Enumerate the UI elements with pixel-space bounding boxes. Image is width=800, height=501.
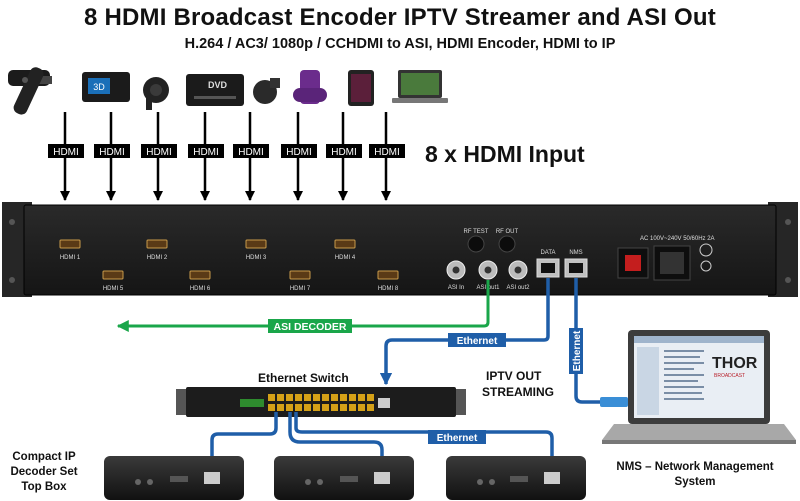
page-subtitle: H.264 / AC3/ 1080p / CCHDMI to ASI, HDMI… — [184, 36, 616, 52]
hdmi-tag-8: HDMI — [374, 147, 400, 158]
svg-text:DVD: DVD — [208, 80, 228, 90]
source-device-fire-tv-stick — [8, 67, 52, 115]
svg-text:3D: 3D — [93, 82, 105, 92]
nms-caption-line1: NMS – Network Management — [616, 461, 773, 473]
source-device-tablet — [348, 70, 374, 106]
power-rating-label: AC 100V~240V 50/60Hz 2A — [640, 236, 715, 242]
rack-label-hdmi-8: HDMI 8 — [378, 286, 399, 292]
ethernet-switch — [176, 387, 466, 417]
rf-out-label: RF OUT — [496, 229, 519, 235]
source-device-roku-stick — [293, 70, 327, 104]
switch-to-decoders-links — [205, 412, 559, 472]
rack-label-hdmi-3: HDMI 3 — [246, 255, 267, 261]
rack-label-hdmi-7: HDMI 7 — [290, 286, 311, 292]
hdmi-tag-7: HDMI — [331, 147, 357, 158]
ethernet-ports: DATA NMS — [536, 250, 588, 278]
hdmi-input-count-label: 8 x HDMI Input — [425, 141, 585, 167]
rack-label-hdmi-6: HDMI 6 — [190, 286, 211, 292]
nms-screen-logo: THOR — [712, 355, 758, 372]
rack-label-hdmi-1: HDMI 1 — [60, 255, 81, 261]
source-device-chromecast-2 — [253, 78, 280, 104]
asi-decoder-link — [116, 280, 490, 332]
nms-screen-logo-sub: BROADCAST — [714, 373, 745, 379]
ethernet-label-data: Ethernet — [457, 336, 498, 347]
source-device-media-box: 3D — [82, 72, 130, 102]
hdmi-tag-5: HDMI — [238, 147, 264, 158]
rack-hdmi-ports — [59, 239, 399, 280]
ethernet-label-nms: Ethernet — [572, 330, 583, 371]
asi-decoder-label: ASI DECODER — [274, 321, 347, 333]
source-device-dvd-player: DVD — [186, 74, 244, 106]
hdmi-tag-4: HDMI — [193, 147, 219, 158]
hdmi-tags: HDMI HDMI HDMI HDMI HDMI HDMI HDMI HDMI — [48, 144, 405, 158]
rack-hdmi-port-labels: HDMI 1 HDMI 2 HDMI 3 HDMI 4 HDMI 5 HDMI … — [60, 255, 399, 292]
iptv-out-label: IPTV OUT — [486, 369, 542, 383]
decoder-caption-line1: Compact IP — [12, 451, 76, 463]
ethernet-label-decoders: Ethernet — [437, 433, 478, 444]
nms-laptop: THOR BROADCAST — [602, 330, 796, 444]
streaming-label: STREAMING — [482, 385, 554, 399]
nms-to-pc-link — [574, 278, 602, 404]
rack-label-hdmi-5: HDMI 5 — [103, 286, 124, 292]
nms-caption-line2: System — [675, 476, 716, 488]
decoder-box-3 — [446, 456, 586, 500]
source-device-chromecast — [143, 77, 169, 110]
data-port-label: DATA — [540, 250, 555, 256]
decoder-caption-line2: Decoder Set — [10, 466, 77, 478]
hdmi-tag-2: HDMI — [99, 147, 125, 158]
asi-in-label: ASI In — [448, 285, 464, 291]
hdmi-tag-6: HDMI — [286, 147, 312, 158]
switch-title: Ethernet Switch — [258, 371, 349, 385]
nms-port-label: NMS — [569, 250, 582, 256]
encoder-rack-chassis — [2, 202, 798, 297]
rack-label-hdmi-4: HDMI 4 — [335, 255, 356, 261]
rf-ports: RF TEST RF OUT — [464, 229, 519, 253]
rack-label-hdmi-2: HDMI 2 — [147, 255, 168, 261]
decoder-caption-line3: Top Box — [21, 481, 67, 493]
rf-test-label: RF TEST — [464, 229, 489, 235]
hdmi-tag-3: HDMI — [146, 147, 172, 158]
power-module: AC 100V~240V 50/60Hz 2A — [617, 236, 715, 281]
decoder-box-1 — [104, 456, 244, 500]
decoder-box-2 — [274, 456, 414, 500]
asi-out2-label: ASI out2 — [506, 285, 530, 291]
source-device-laptop — [392, 70, 448, 103]
page-title: 8 HDMI Broadcast Encoder IPTV Streamer a… — [84, 4, 716, 31]
hdmi-tag-1: HDMI — [53, 147, 79, 158]
